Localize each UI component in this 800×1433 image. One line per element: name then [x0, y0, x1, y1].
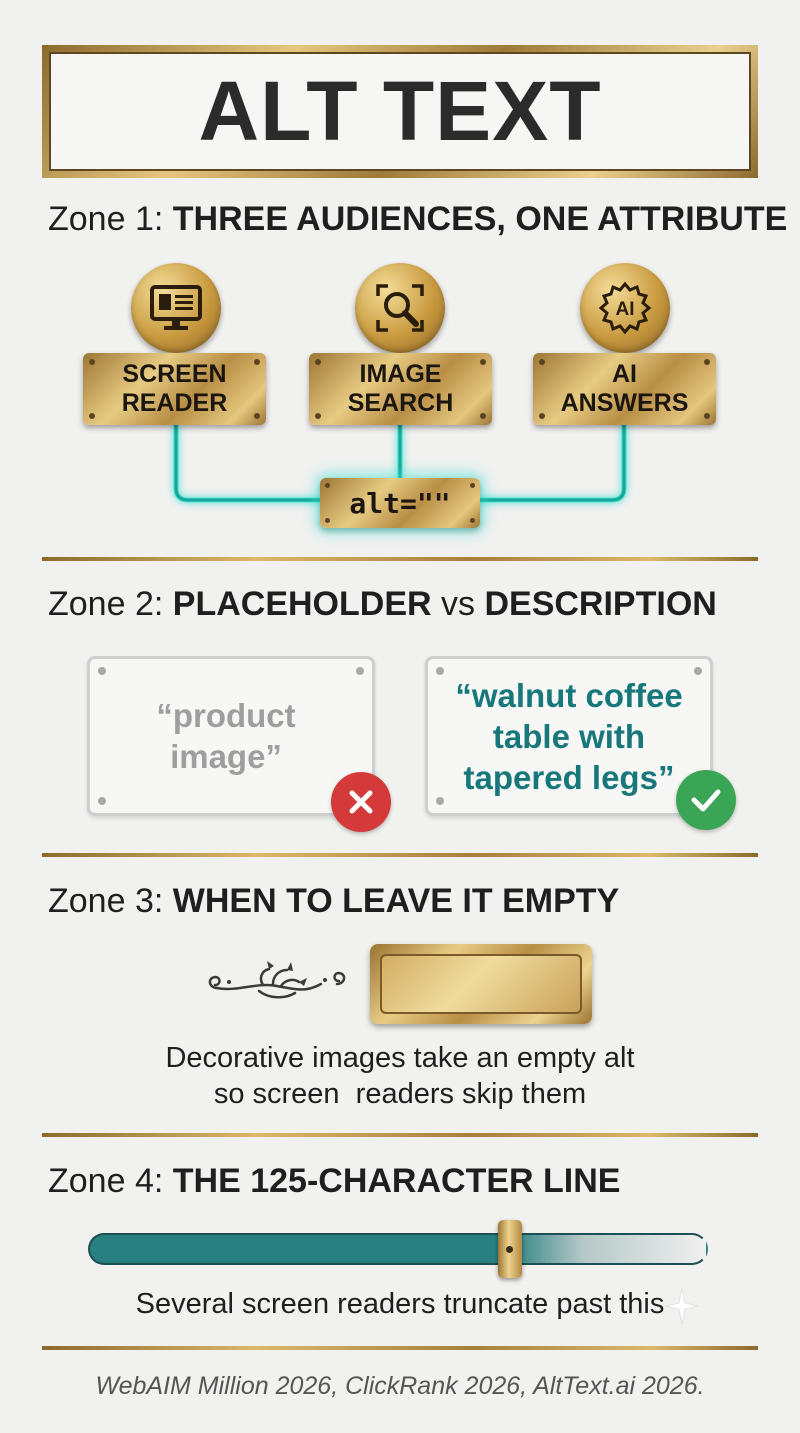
divider: [42, 1133, 758, 1137]
audience-line2: SEARCH: [347, 389, 454, 417]
audience-line1: IMAGE: [359, 360, 442, 388]
zone3-title: WHEN TO LEAVE IT EMPTY: [172, 882, 620, 920]
empty-alt-plaque: [370, 944, 592, 1024]
ai-gear-icon: AI: [598, 281, 652, 335]
decorative-flourish-icon: [208, 961, 346, 999]
zone1-prefix: Zone 1:: [48, 200, 164, 238]
cross-icon: [349, 790, 373, 814]
sparkle-icon: [665, 1287, 699, 1325]
zone3-caption: Decorative images take an empty alt so s…: [100, 1040, 700, 1112]
zone3-heading: Zone 3: WHEN TO LEAVE IT EMPTY: [48, 882, 619, 921]
alt-attribute-plaque: alt="": [320, 478, 480, 528]
divider: [42, 557, 758, 561]
title-panel: ALT TEXT: [49, 52, 751, 171]
audience-plaque-ai-answers: AI ANSWERS: [533, 353, 716, 425]
audience-line2: ANSWERS: [560, 389, 689, 417]
marker-knob: [506, 1245, 514, 1253]
cross-badge: [331, 772, 391, 832]
zone3-caption-line2: so screen readers skip them: [213, 1078, 587, 1110]
magnifier-icon: [376, 284, 424, 332]
placeholder-example: “product image”: [156, 697, 296, 775]
title-frame: ALT TEXT: [42, 45, 758, 178]
audience-line1: AI: [611, 360, 637, 388]
monitor-icon: [150, 285, 202, 330]
character-limit-marker: [497, 1220, 522, 1278]
ai-answers-medallion: AI: [580, 263, 670, 353]
description-card: “walnut coffee table with tapered legs”: [425, 656, 713, 816]
character-limit-track: [88, 1233, 708, 1265]
screen-reader-medallion: [131, 263, 221, 353]
zone1-heading: Zone 1: THREE AUDIENCES, ONE ATTRIBUTE: [48, 200, 787, 239]
zone4-prefix: Zone 4:: [48, 1162, 164, 1200]
audience-plaque-screen-reader: SCREEN READER: [83, 353, 266, 425]
zone4-caption: Several screen readers truncate past thi…: [135, 1288, 665, 1320]
image-search-medallion: [355, 263, 445, 353]
placeholder-card: “product image”: [87, 656, 375, 816]
check-badge: [676, 770, 736, 830]
zone2-vs: vs: [441, 585, 476, 623]
zone4-title: THE 125-CHARACTER LINE: [172, 1162, 621, 1200]
zone2-title-b: DESCRIPTION: [484, 585, 717, 623]
description-example: “walnut coffee table with tapered legs”: [455, 676, 683, 796]
check-icon: [691, 789, 721, 812]
zone2-prefix: Zone 2:: [48, 585, 164, 623]
zone4-heading: Zone 4: THE 125-CHARACTER LINE: [48, 1162, 620, 1201]
ai-badge-text: AI: [616, 299, 635, 320]
source-footer: WebAIM Million 2026, ClickRank 2026, Alt…: [95, 1372, 705, 1400]
zone3-caption-line1: Decorative images take an empty alt: [165, 1042, 635, 1074]
connector-lines: [173, 425, 627, 503]
zone2-title-a: PLACEHOLDER: [172, 585, 432, 623]
divider: [42, 1346, 758, 1350]
zone1-title: THREE AUDIENCES, ONE ATTRIBUTE: [172, 200, 788, 238]
zone3-prefix: Zone 3:: [48, 882, 164, 920]
empty-plaque-panel: [380, 954, 582, 1014]
audience-line2: READER: [121, 389, 228, 417]
alt-attribute-code: alt="": [349, 486, 451, 520]
divider: [42, 853, 758, 857]
audience-line1: SCREEN: [122, 360, 227, 388]
audience-plaque-image-search: IMAGE SEARCH: [309, 353, 492, 425]
page-title: ALT TEXT: [198, 64, 602, 158]
zone2-heading: Zone 2: PLACEHOLDER vs DESCRIPTION: [48, 585, 717, 624]
